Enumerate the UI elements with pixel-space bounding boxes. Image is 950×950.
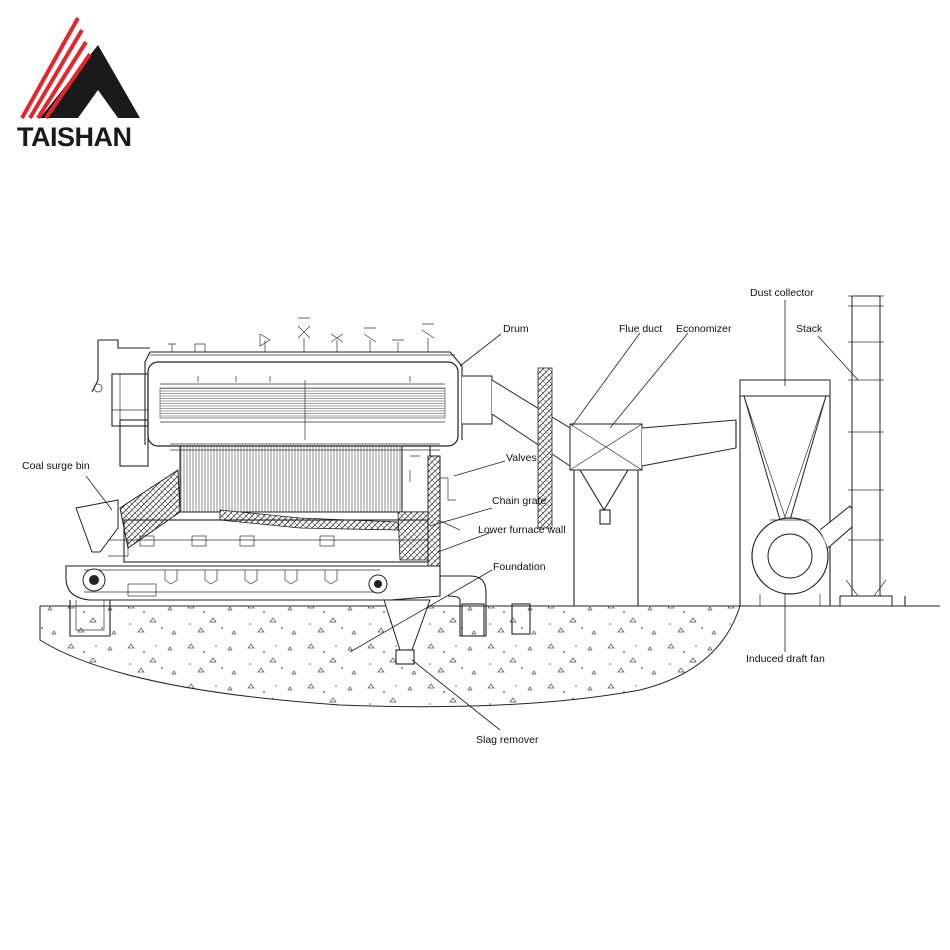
furnace-tube-wall — [179, 445, 403, 513]
label-lower-furnace-wall: Lower furnace wall — [478, 524, 566, 536]
label-dust-collector: Dust collector — [750, 287, 814, 299]
label-coal-surge-bin: Coal surge bin — [22, 460, 90, 472]
induced-draft-fan — [751, 505, 861, 606]
chain-grate-assembly — [65, 565, 441, 601]
label-valves: Valves — [506, 452, 537, 464]
leader-lines — [85, 300, 859, 731]
label-foundation: Foundation — [493, 561, 546, 573]
logo-triangle — [40, 45, 140, 118]
logo-red-stripes — [20, 17, 92, 120]
label-economizer: Economizer — [676, 323, 732, 335]
boiler-body — [65, 317, 531, 665]
flue-duct — [462, 367, 571, 529]
label-stack: Stack — [796, 323, 823, 335]
safety-valves — [168, 317, 435, 352]
label-drum: Drum — [503, 323, 529, 335]
label-slag-remover: Slag remover — [476, 734, 539, 746]
logo-wordmark: TAISHAN — [17, 122, 132, 152]
label-chain-grate: Chain grate — [492, 495, 546, 507]
stack — [839, 295, 893, 607]
label-induced-draft-fan: Induced draft fan — [746, 653, 825, 665]
taishan-logo: TAISHAN — [17, 17, 140, 152]
label-flue-duct: Flue duct — [619, 323, 662, 335]
ground-soil — [39, 596, 940, 708]
coal-hopper — [75, 499, 119, 553]
component-labels: Coal surge bin Drum Flue duct Economizer… — [22, 287, 825, 746]
economizer — [569, 419, 737, 606]
